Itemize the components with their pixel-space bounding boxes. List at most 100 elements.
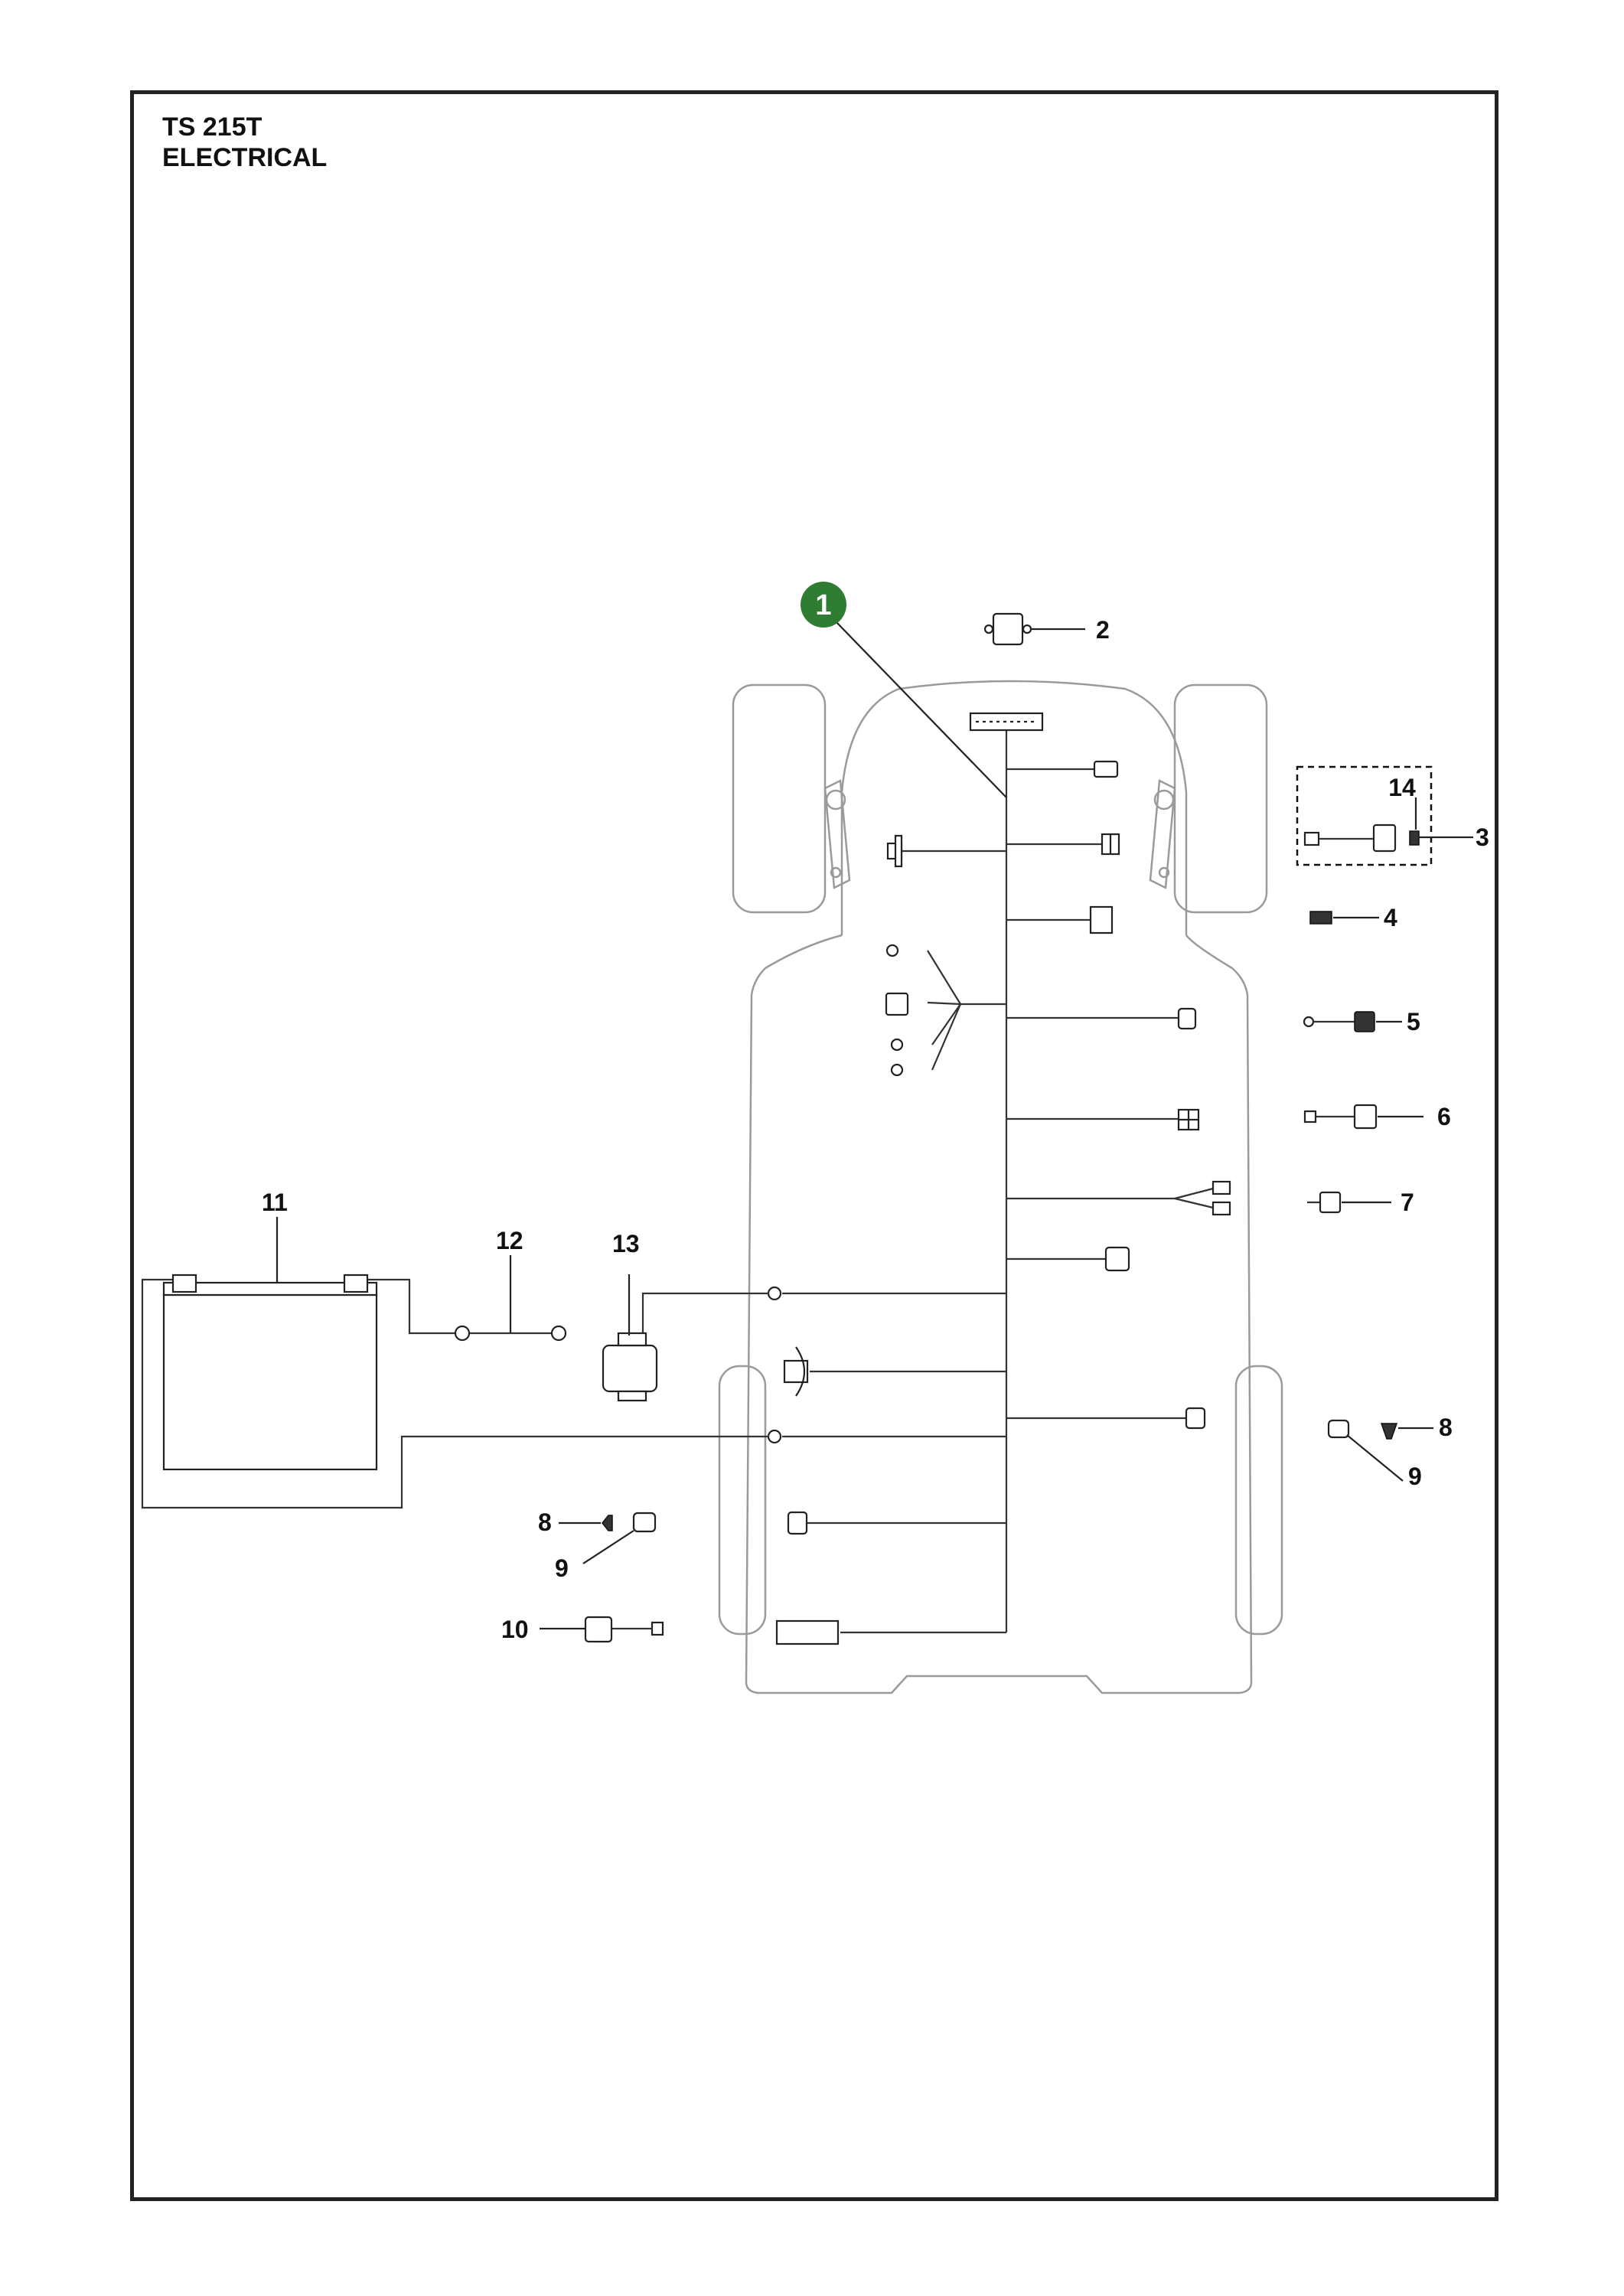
solenoid-base xyxy=(617,1390,647,1402)
callout-8-left: 8 xyxy=(538,1508,552,1536)
solenoid-lead xyxy=(641,1292,769,1338)
front-left-wheel xyxy=(732,683,827,914)
branch-left-2d xyxy=(931,1003,962,1071)
battery-terminal-negative xyxy=(171,1274,197,1293)
switch-6-plug xyxy=(1303,1110,1317,1124)
front-right-axle-pivot xyxy=(1153,789,1175,810)
connector-left-2 xyxy=(885,992,909,1016)
front-right-wheel xyxy=(1173,683,1268,914)
title-block: TS 215T ELECTRICAL xyxy=(162,112,327,173)
branch-left-2b xyxy=(927,1001,961,1006)
solenoid-cap xyxy=(617,1332,647,1347)
battery-top xyxy=(162,1281,378,1296)
leader-9-right xyxy=(1346,1434,1404,1482)
item-1-badge-label: 1 xyxy=(815,589,831,621)
part-10-switch xyxy=(540,1616,664,1643)
bulb-cover-right xyxy=(1380,1423,1398,1440)
ring-terminal-left-5 xyxy=(767,1429,782,1444)
callout-6: 6 xyxy=(1437,1103,1451,1130)
part-8-9-right-light xyxy=(1327,1419,1433,1482)
part-7-sensor xyxy=(1307,1191,1391,1214)
callout-8-right: 8 xyxy=(1439,1414,1453,1441)
battery-negative-cable xyxy=(141,1278,769,1509)
part-4-fuse xyxy=(1309,911,1379,925)
sensor-7-body xyxy=(1319,1191,1342,1214)
ignition-key xyxy=(1409,830,1420,846)
ring-terminal-left-3 xyxy=(890,1063,904,1077)
cable-12-ring-left xyxy=(454,1325,471,1342)
callout-10: 10 xyxy=(501,1616,529,1643)
lamp-holder-right xyxy=(1327,1419,1350,1439)
section-title: ELECTRICAL xyxy=(162,143,328,172)
branch-right-6a xyxy=(1174,1187,1214,1200)
callout-13: 13 xyxy=(612,1230,640,1257)
tractor-outline xyxy=(718,680,1283,1694)
part-2-relay xyxy=(983,612,1085,646)
switch-10-body xyxy=(584,1616,613,1643)
callout-12: 12 xyxy=(496,1227,523,1254)
rear-right-wheel xyxy=(1234,1365,1283,1636)
switch-6-body xyxy=(1353,1104,1378,1130)
callout-5: 5 xyxy=(1407,1008,1420,1035)
item-1-badge xyxy=(801,582,846,628)
cable-12-ring-right xyxy=(550,1325,567,1342)
connector-left-1-flange xyxy=(894,834,903,868)
connector-right-1 xyxy=(1093,760,1119,778)
battery-assembly xyxy=(141,1274,769,1509)
front-left-axle-bolt xyxy=(830,866,842,879)
connector-right-6a xyxy=(1211,1180,1231,1195)
front-left-axle-pivot xyxy=(825,789,846,810)
tractor-chassis-outline xyxy=(745,934,1253,1694)
callout-14: 14 xyxy=(1388,774,1416,801)
solenoid-body xyxy=(602,1344,658,1393)
switch-5-body xyxy=(1354,1011,1375,1032)
relay-body xyxy=(992,612,1024,646)
relay-mount-left xyxy=(983,624,994,634)
main-wiring-harness xyxy=(767,712,1231,1645)
ring-terminal-left-1 xyxy=(885,944,899,957)
leader-9-left xyxy=(582,1530,634,1564)
bulb-cover-left xyxy=(602,1515,613,1531)
fuse-body xyxy=(1309,911,1332,925)
lamp-holder-left xyxy=(632,1512,657,1533)
ring-terminal-left-2 xyxy=(890,1038,904,1052)
connector-right-6b xyxy=(1211,1201,1231,1216)
cable-assembly xyxy=(454,1325,567,1342)
connector-left-4-grommet xyxy=(795,1346,805,1397)
branch-left-2a xyxy=(927,950,961,1005)
rear-left-wheel xyxy=(718,1365,767,1636)
leader-1 xyxy=(835,621,1007,798)
ring-terminal-left-4 xyxy=(767,1286,782,1301)
part-5-switch xyxy=(1303,1011,1402,1032)
switch-10-plug xyxy=(651,1621,664,1636)
callout-3: 3 xyxy=(1476,823,1489,851)
branch-right-6b xyxy=(1174,1197,1214,1209)
connector-right-3 xyxy=(1089,905,1114,934)
ignition-switch xyxy=(1372,823,1397,853)
model-title: TS 215T xyxy=(162,113,263,142)
front-right-axle-bracket xyxy=(1149,779,1176,889)
starter-solenoid xyxy=(602,1292,769,1402)
callout-2: 2 xyxy=(1096,616,1110,644)
branch-left-2c xyxy=(931,1003,961,1045)
part-6-switch xyxy=(1303,1104,1423,1130)
callout-7: 7 xyxy=(1401,1189,1414,1216)
connector-left-6 xyxy=(787,1511,808,1535)
callout-9-left: 9 xyxy=(555,1554,569,1582)
connector-left-7 xyxy=(775,1619,840,1645)
part-3-ignition-group xyxy=(1296,765,1473,866)
connector-right-8 xyxy=(1185,1407,1206,1430)
connector-right-4 xyxy=(1177,1007,1197,1030)
tractor-hood-outline xyxy=(840,680,1188,935)
battery-terminal-positive xyxy=(343,1274,369,1293)
part-8-9-left-light xyxy=(559,1512,657,1564)
battery xyxy=(162,1293,378,1471)
battery-positive-cable xyxy=(360,1278,458,1335)
callout-9-right: 9 xyxy=(1408,1463,1422,1490)
page-frame xyxy=(130,90,1498,2201)
connector-right-7 xyxy=(1104,1246,1130,1272)
relay-mount-right xyxy=(1022,624,1032,634)
switch-5-terminal xyxy=(1303,1016,1315,1028)
callout-4: 4 xyxy=(1384,904,1397,931)
